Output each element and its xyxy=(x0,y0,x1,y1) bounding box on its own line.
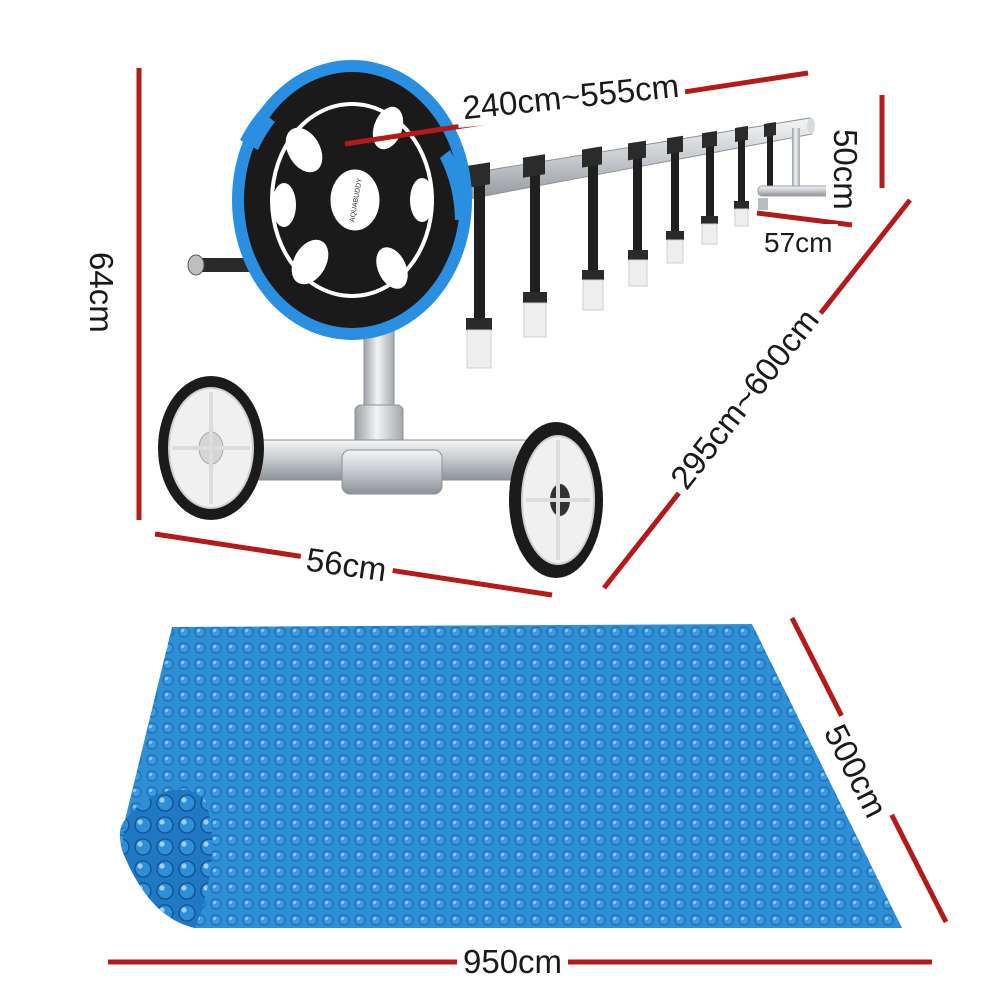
cover-straps xyxy=(466,122,777,369)
cover-folded-corner xyxy=(122,789,213,928)
label-end-width: 57cm xyxy=(758,224,839,262)
label-end-height: 50cm xyxy=(826,125,864,214)
left-wheel xyxy=(158,376,264,520)
dim-line-end-width xyxy=(756,210,853,228)
pool-cover xyxy=(119,624,902,928)
reel-wheel: AQUABUDDY xyxy=(232,60,472,340)
crank-handle xyxy=(187,254,256,276)
label-reel-height: 64cm xyxy=(82,248,120,337)
right-wheel xyxy=(509,422,603,578)
label-cover-length: 950cm xyxy=(457,943,569,981)
